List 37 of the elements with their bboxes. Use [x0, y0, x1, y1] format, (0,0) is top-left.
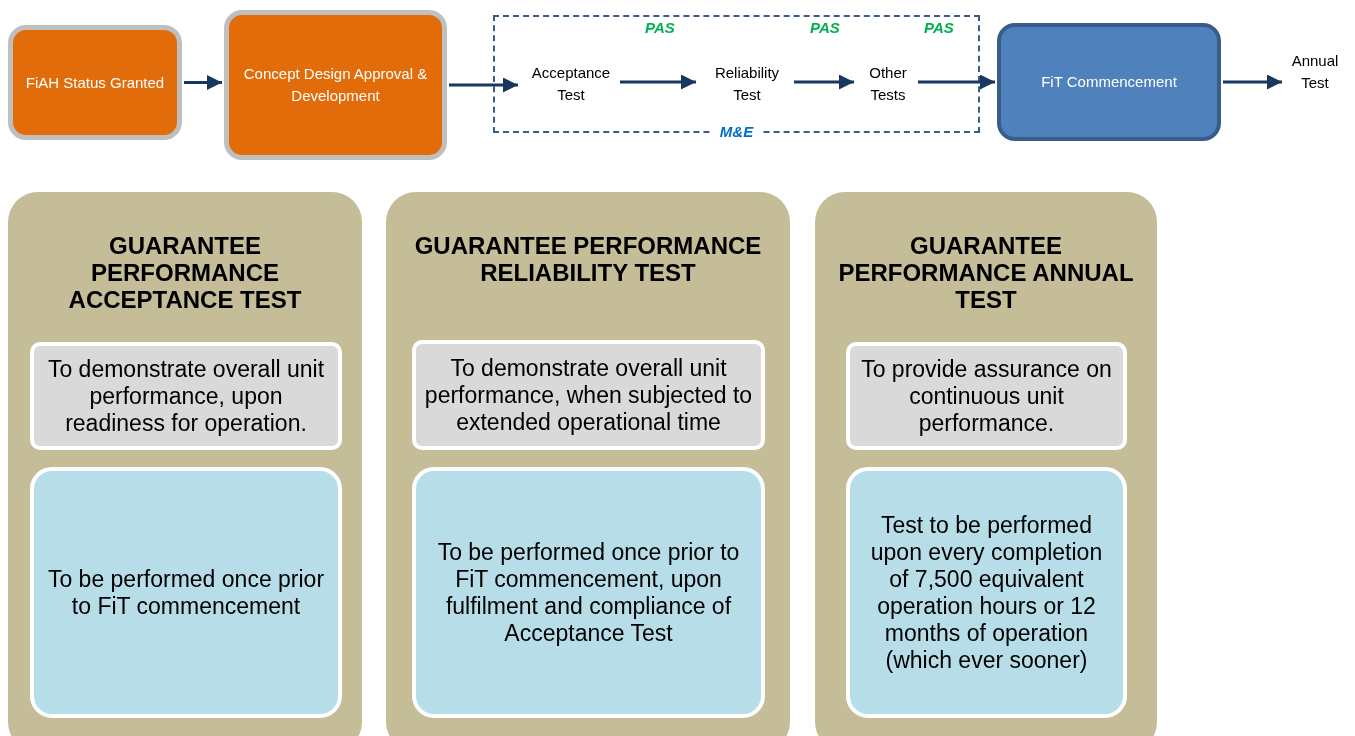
arrow — [449, 77, 518, 93]
arrow — [184, 75, 222, 90]
panel-heading: GUARANTEE PERFORMANCE ACCEPTANCE TEST — [67, 232, 303, 313]
note-text: To be performed once prior to FiT commencement, upon fulfilment and compliance of Acceptance Test — [436, 538, 741, 647]
panel-heading: GUARANTEE PERFORMANCE RELIABILITY TEST — [413, 232, 763, 286]
note-box — [846, 467, 1127, 718]
description-box — [412, 340, 765, 450]
process-box — [997, 23, 1221, 141]
panel-card — [386, 192, 790, 736]
note-box — [412, 467, 765, 718]
box-text: FiAH Status Granted — [25, 72, 165, 93]
box-text: FiT Commencement — [1041, 71, 1177, 92]
description-text: To demonstrate overall unit performance, upon readiness for operation. — [46, 355, 326, 437]
description-box — [846, 342, 1127, 450]
note-box — [30, 467, 342, 718]
step-label: Other Tests — [868, 63, 908, 105]
pas-label: PAS — [924, 19, 954, 36]
arrow — [918, 74, 995, 90]
arrow — [1223, 74, 1282, 90]
note-text: To be performed once prior to FiT commencement — [46, 565, 326, 620]
process-box — [8, 25, 182, 140]
pas-label: PAS — [810, 19, 840, 36]
pas-label: PAS — [645, 19, 675, 36]
process-box — [224, 10, 447, 160]
description-text: To provide assurance on continuous unit performance. — [860, 355, 1113, 437]
arrow — [794, 74, 854, 90]
box-text: Concept Design Approval & Development — [242, 64, 429, 106]
step-label: Annual Test — [1290, 51, 1340, 93]
panel-card — [815, 192, 1157, 736]
step-label: Reliability Test — [713, 63, 781, 105]
panel-card — [8, 192, 362, 736]
arrow — [620, 74, 696, 90]
description-box — [30, 342, 342, 450]
description-text: To demonstrate overall unit performance, when subjected to extended operational time — [424, 354, 753, 436]
note-text: Test to be performed upon every completion of 7,500 equivalent operation hours or 12 months of operation (which ever sooner) — [869, 511, 1104, 674]
step-label: Acceptance Test — [530, 63, 612, 105]
panel-heading: GUARANTEE PERFORMANCE ANNUAL TEST — [837, 232, 1135, 313]
